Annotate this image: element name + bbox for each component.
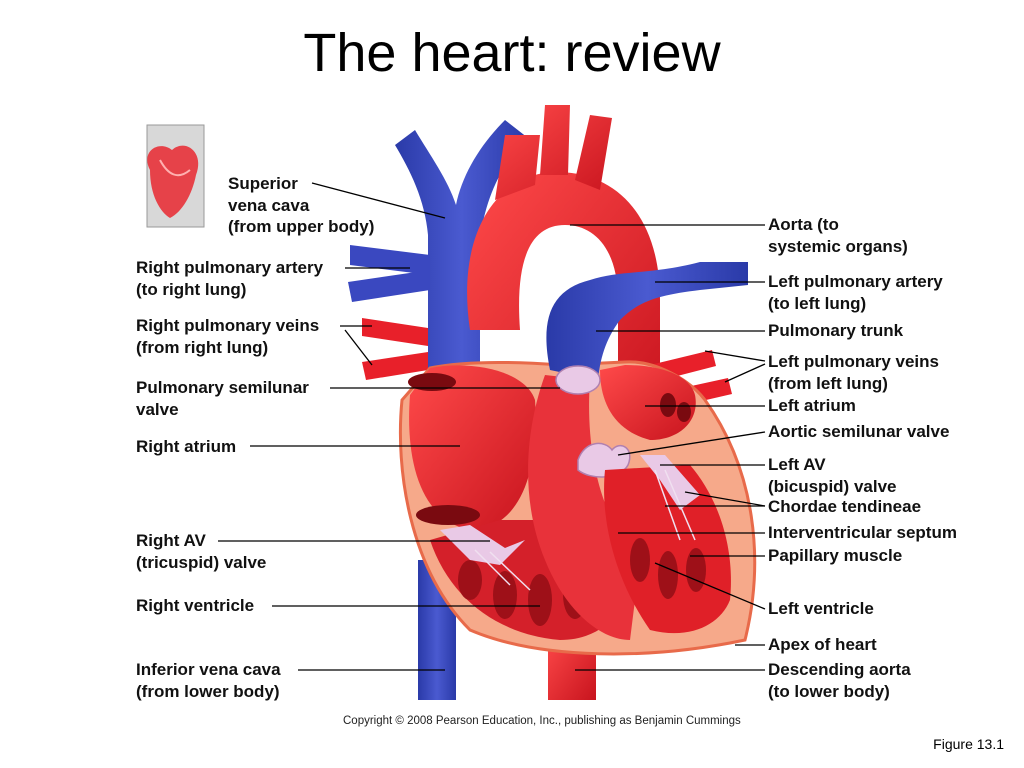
pulmonary-vein-opening-2 xyxy=(677,402,691,422)
svc-opening xyxy=(408,373,456,391)
left-ventricle-trabeculae xyxy=(630,538,706,599)
label-pulmonary-trunk: Pulmonary trunk xyxy=(768,321,904,340)
slide-title: The heart: review xyxy=(303,23,721,83)
superior-vena-cava-shape xyxy=(395,120,528,420)
septum-shape xyxy=(528,375,640,640)
label-left-av-valve: Left AV(bicuspid) valve xyxy=(768,455,897,496)
aortic-branches-shape xyxy=(495,105,612,200)
aortic-arch-shape xyxy=(467,171,660,420)
label-chordae-tendineae: Chordae tendineae xyxy=(768,497,922,516)
pulmonary-trunk-shape xyxy=(546,262,748,380)
label-descending-aorta: Descending aorta(to lower body) xyxy=(768,660,911,701)
copyright-notice: Copyright © 2008 Pearson Education, Inc.… xyxy=(343,715,741,727)
label-left-ventricle: Left ventricle xyxy=(768,599,874,618)
aortic-valve-shape xyxy=(577,442,631,478)
label-right-av-valve: Right AV(tricuspid) valve xyxy=(136,531,267,572)
right-pulmonary-veins-shape xyxy=(362,318,428,380)
label-papillary-muscle: Papillary muscle xyxy=(768,546,903,565)
right-atrium-shape xyxy=(409,365,536,530)
label-right-ventricle: Right ventricle xyxy=(136,596,255,615)
label-left-atrium: Left atrium xyxy=(768,396,856,415)
left-ventricle-shape xyxy=(604,465,731,634)
pulmonary-valve-shape xyxy=(555,365,601,395)
label-interventricular-septum: Interventricular septum xyxy=(768,523,957,542)
label-inferior-vena-cava: Inferior vena cava(from lower body) xyxy=(136,660,281,701)
right-pulmonary-artery-shape xyxy=(348,245,430,302)
label-apex-of-heart: Apex of heart xyxy=(768,635,877,654)
thumbnail-heart-icon xyxy=(146,124,205,228)
figure-number: Figure 13.1 xyxy=(933,736,1004,752)
right-atrium-opening xyxy=(416,505,480,525)
chordae-shape xyxy=(474,469,696,591)
label-aortic-semilunar-valve: Aortic semilunar valve xyxy=(768,422,950,441)
label-right-pulmonary-veins: Right pulmonary veins(from right lung) xyxy=(136,316,320,357)
left-atrium-shape xyxy=(600,365,696,440)
pulmonary-vein-opening xyxy=(660,393,676,417)
label-left-pulmonary-artery: Left pulmonary artery(to left lung) xyxy=(768,272,943,313)
label-left-pulmonary-veins: Left pulmonary veins(from left lung) xyxy=(768,352,939,393)
label-right-pulmonary-artery: Right pulmonary artery(to right lung) xyxy=(136,258,324,299)
label-right-atrium: Right atrium xyxy=(136,437,237,456)
leader-lines xyxy=(218,182,766,671)
tricuspid-valve-shape xyxy=(440,525,525,565)
